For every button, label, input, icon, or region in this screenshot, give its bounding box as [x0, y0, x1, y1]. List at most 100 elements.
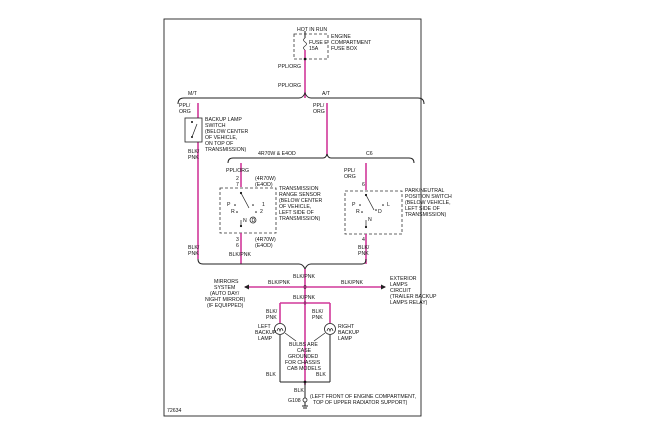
- figure-number: 72634: [167, 408, 182, 414]
- left-ground-label: BLK: [266, 372, 276, 378]
- pnp-contact-icon: [365, 194, 375, 211]
- trs-outline: [219, 187, 277, 234]
- pnp-pos-d: D: [378, 209, 382, 215]
- common-wire-label-1: BLK/PNK: [293, 274, 315, 280]
- at-branch-label: A/T: [322, 91, 331, 97]
- right-lamp-title-2: BACKUP: [338, 330, 360, 336]
- left-lamp-title-3: LAMP: [258, 336, 273, 342]
- mirrors-wire-label: BLK/PNK: [268, 280, 290, 286]
- feed-wire-label-2: PPL/ORG: [278, 83, 301, 89]
- c6-branch-label: C6: [366, 151, 373, 157]
- mt-ppl-label: PPL/: [179, 103, 191, 109]
- right-lamp-bulb-icon: [324, 323, 336, 335]
- mirrors-arrow-icon: [244, 284, 249, 290]
- backup-switch-title-2: SWITCH: [205, 123, 226, 129]
- pnp-outline: [344, 190, 403, 235]
- mt-blk-label-lower: BLK/: [188, 245, 200, 251]
- pnp-title-2: POSITION SWITCH: [405, 194, 452, 200]
- ground-icon: [302, 397, 308, 403]
- diagram-frame: [163, 18, 422, 417]
- bulbs-note-2: CASE: [297, 348, 312, 354]
- mt-org-label: ORG: [179, 109, 191, 115]
- mirrors-title-1: MIRRORS: [214, 279, 239, 285]
- pnp-title-3: (BELOW VEHICLE,: [405, 200, 451, 206]
- pnp-ppl-label: PPL/: [344, 168, 356, 174]
- 4r70w-branch-label: 4R70W & E4OD: [258, 151, 296, 157]
- trs-title-6: TRANSMISSION): [279, 216, 320, 222]
- at-ppl-label: PPL/: [313, 103, 325, 109]
- trs-pin-top-1: 2: [236, 176, 239, 182]
- exterior-title-2: LAMPS: [390, 282, 408, 288]
- backup-switch-contact-icon: [191, 123, 198, 138]
- backup-switch-title-4: OF VEHICLE,: [205, 135, 237, 141]
- trs-pos-2: 2: [260, 209, 263, 215]
- trs-tag-bottom-1: (4R70W): [255, 237, 276, 243]
- left-blk-label: BLK/: [266, 309, 278, 315]
- right-ground-label: BLK: [316, 372, 326, 378]
- trs-pin-bottom-1: 3: [236, 237, 239, 243]
- left-pnk-label: PNK: [266, 315, 277, 321]
- right-lamp-title-3: LAMP: [338, 336, 353, 342]
- trs-pos-1: 1: [262, 202, 265, 208]
- exterior-title-1: EXTERIOR: [390, 276, 417, 282]
- trs-pin-bottom-2: 6: [236, 243, 239, 249]
- pnp-title-4: LEFT SIDE OF: [405, 206, 440, 212]
- trs-d-ring-icon: [249, 216, 257, 224]
- left-lamp-bulb-icon: [274, 323, 286, 335]
- pnp-pos-r: R: [356, 209, 360, 215]
- right-pnk-label: PNK: [312, 315, 323, 321]
- fuse-amps-label: 15A: [309, 46, 319, 52]
- mt-branch-label: M/T: [188, 91, 198, 97]
- pnp-pos-l: L: [387, 202, 390, 208]
- mirrors-title-3: (AUTO DAY/: [210, 291, 240, 297]
- backup-lamp-switch-box: [184, 117, 203, 143]
- fuse-icon: [303, 37, 307, 51]
- left-lamp-title-2: BACKUP: [255, 330, 277, 336]
- bulbs-note-1: BULBS ARE: [289, 342, 318, 348]
- trs-wire-in-label: PPL/ORG: [226, 168, 249, 174]
- trs-pos-p: P: [227, 202, 231, 208]
- fuse-box-outline: [293, 33, 329, 60]
- at-org-label: ORG: [313, 109, 325, 115]
- mirrors-title-5: (IF EQUIPPED): [207, 303, 244, 309]
- fuse-label: FUSE E: [309, 40, 328, 46]
- bulbs-note-3: GROUNDED: [288, 354, 319, 360]
- bulbs-note-4: FOR CHASSIS: [285, 360, 321, 366]
- left-lamp-title-1: LEFT: [258, 324, 272, 330]
- trs-title-3: (BELOW CENTER: [279, 198, 322, 204]
- common-ground-label: BLK: [294, 388, 304, 394]
- trs-tag-top-1: (4R70W): [255, 176, 276, 182]
- pnp-pnk-label: PNK: [358, 251, 369, 257]
- mirrors-title-2: SYSTEM: [214, 285, 235, 291]
- trs-title-4: OF VEHICLE,: [279, 204, 311, 210]
- pnp-blk-label: BLK/: [358, 245, 370, 251]
- trs-title-1: TRANSMISSION: [279, 186, 319, 192]
- ground-location-2: TOP OF UPPER RADIATOR SUPPORT): [313, 400, 408, 406]
- backup-switch-title-3: (BELOW CENTER: [205, 129, 248, 135]
- fuse-box-title-2: COMPARTMENT: [331, 40, 372, 46]
- backup-switch-title-6: TRANSMISSION): [205, 147, 246, 153]
- trs-title-2: RANGE SENSOR: [279, 192, 321, 198]
- backup-switch-title-1: BACKUP LAMP: [205, 117, 242, 123]
- trs-tag-top-2: (E4OD): [255, 182, 273, 188]
- exterior-title-4: (TRAILER BACKUP: [390, 294, 437, 300]
- trs-wire-out-label: BLK/PNK: [229, 252, 251, 258]
- exterior-arrow-icon: [381, 284, 386, 290]
- pnp-title-1: PARK/NEUTRAL: [405, 188, 445, 194]
- exterior-wire-label: BLK/PNK: [341, 280, 363, 286]
- pnp-pos-p: P: [352, 202, 356, 208]
- pnp-title-5: TRANSMISSION): [405, 212, 446, 218]
- pnp-pin-top: 6: [362, 182, 365, 188]
- right-blk-label: BLK/: [312, 309, 324, 315]
- exterior-title-5: LAMPS RELAY): [390, 300, 428, 306]
- trs-contact-icon: [240, 192, 250, 209]
- ground-id-label: G108: [288, 398, 301, 404]
- pnp-pos-n: N: [368, 217, 372, 223]
- fuse-box-title-3: FUSE BOX: [331, 46, 358, 52]
- bulbs-note-5: CAB MODELS: [287, 366, 322, 372]
- trs-pos-n: N: [243, 218, 247, 224]
- common-wire-label-2: BLK/PNK: [293, 295, 315, 301]
- mt-pnk-label-lower: PNK: [188, 251, 199, 257]
